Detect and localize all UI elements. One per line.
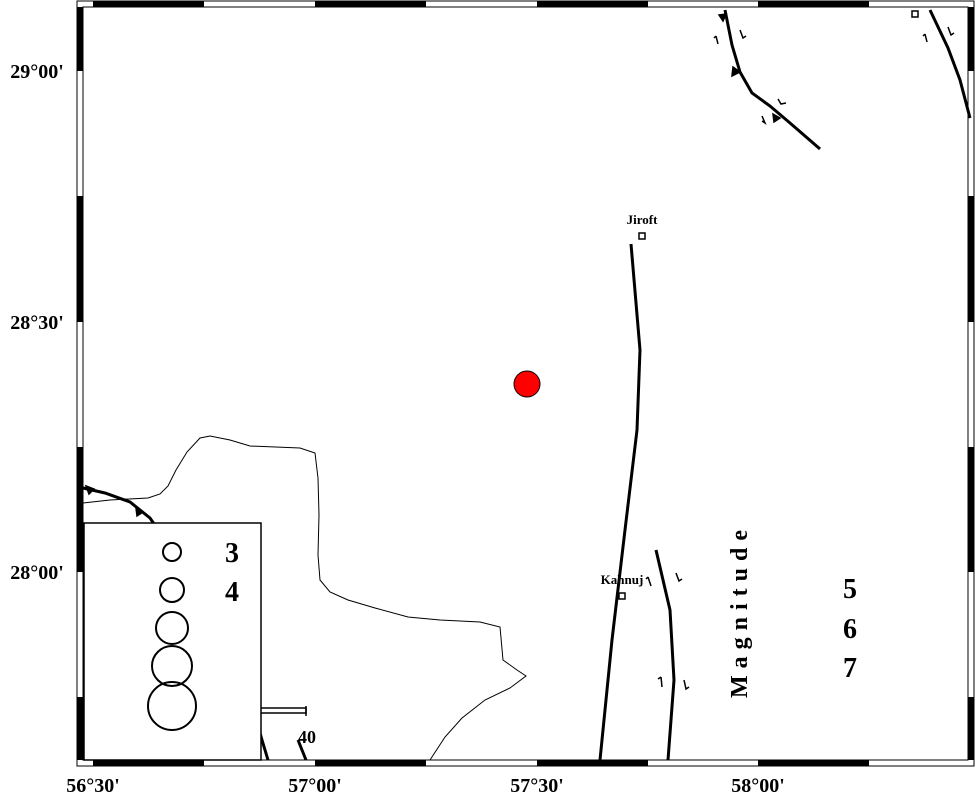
- legend-circle-mag-4: [159, 577, 185, 603]
- faults: [82, 9, 972, 761]
- city-kahnuj: Kahnuj: [601, 572, 644, 600]
- slip-arrow: [683, 679, 690, 691]
- scale-bar-label: 40: [298, 727, 316, 747]
- lat-tick-label: 28°30': [10, 312, 64, 334]
- lat-tick-label: 28°00': [10, 562, 64, 584]
- thrust-triangle: [772, 112, 782, 124]
- slip-arrow: [713, 35, 719, 45]
- slip-arrow: [645, 576, 652, 587]
- thrust-triangle: [731, 65, 742, 78]
- coastline: [82, 435, 527, 761]
- slip-arrow: [947, 26, 955, 37]
- fault-northeast-2: [928, 9, 972, 119]
- city-jiroft: Jiroft: [627, 212, 658, 240]
- scale-bar-rect: [257, 707, 307, 714]
- thrust-triangle: [135, 506, 145, 518]
- fault-kahnuj-east: [654, 549, 676, 761]
- city-marker: [638, 232, 646, 240]
- latitude-labels: 29°00' 28°30' 28°00': [10, 61, 64, 584]
- legend-label-mag-5: 5: [843, 574, 857, 605]
- city-label: Jiroft: [627, 212, 658, 227]
- slip-arrow: [675, 572, 683, 583]
- legend-circle-mag-5: [155, 611, 189, 645]
- slip-arrow: [777, 98, 787, 105]
- legend-label-mag-7: 7: [843, 653, 857, 684]
- thrust-triangle: [717, 13, 728, 23]
- longitude-labels: 56°30' 57°00' 57°30' 58°00': [66, 775, 785, 797]
- fault-symbols: [84, 13, 955, 691]
- slip-arrow: [761, 115, 767, 126]
- city-marker: [618, 592, 626, 600]
- legend-box: [83, 522, 262, 761]
- legend-label-mag-6: 6: [843, 614, 857, 645]
- legend-circle-mag-7: [147, 681, 197, 731]
- map-frame: [76, 0, 975, 767]
- earthquake-epicenter: [513, 370, 541, 398]
- lon-tick-label: 57°30': [510, 775, 564, 797]
- slip-arrow: [657, 676, 663, 688]
- fault-jiroft: [598, 243, 642, 761]
- thrust-triangle: [84, 484, 96, 496]
- fault-southwest-3: [296, 739, 308, 761]
- magnitude-legend: 3 4 5 6 7 Magnitude: [83, 522, 857, 761]
- lat-tick-label: 29°00': [10, 61, 64, 83]
- lon-tick-label: 57°00': [288, 775, 342, 797]
- legend-circle-mag-3: [162, 542, 182, 562]
- slip-arrow: [739, 29, 747, 40]
- city-label: Kahnuj: [601, 572, 644, 587]
- legend-circle-mag-6: [151, 645, 193, 687]
- legend-label-mag-4: 4: [225, 577, 239, 608]
- town-marker: [911, 10, 919, 18]
- lon-tick-label: 58°00': [731, 775, 785, 797]
- slip-arrow: [922, 33, 928, 43]
- fault-northeast-1: [723, 9, 821, 151]
- legend-label-mag-3: 3: [225, 538, 239, 569]
- lon-tick-label: 56°30': [66, 775, 120, 797]
- legend-title: Magnitude: [727, 523, 753, 698]
